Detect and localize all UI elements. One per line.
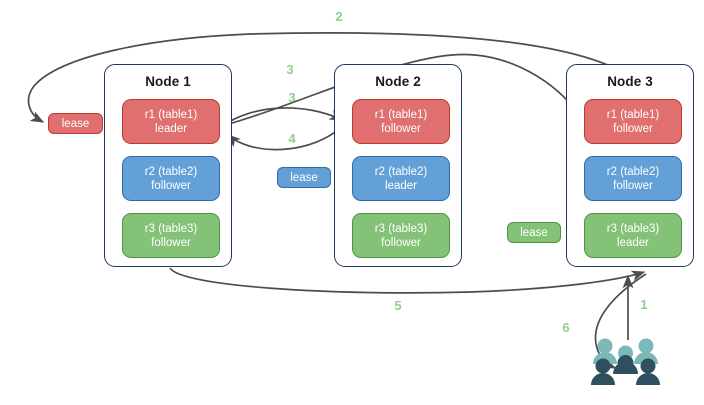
lease-badge-blue[interactable]: lease xyxy=(277,167,331,188)
replica-node3-r1[interactable]: r1 (table1) follower xyxy=(584,99,682,144)
edge-step-3-node2 xyxy=(220,107,344,128)
replica-name: r1 (table1) xyxy=(144,108,198,121)
replica-name: r3 (table3) xyxy=(374,222,428,235)
replica-node3-r2[interactable]: r2 (table2) follower xyxy=(584,156,682,201)
replica-node2-r1[interactable]: r1 (table1) follower xyxy=(352,99,450,144)
replica-role: leader xyxy=(617,236,649,249)
replica-node1-r2[interactable]: r2 (table2) follower xyxy=(122,156,220,201)
edge-step-5 xyxy=(169,267,646,294)
step-label-3-lower: 3 xyxy=(288,90,296,105)
node-title: Node 2 xyxy=(375,74,421,89)
node-box-node3[interactable]: Node 3 r1 (table1) follower r2 (table2) … xyxy=(566,64,694,267)
replica-role: leader xyxy=(385,179,417,192)
replica-role: follower xyxy=(381,236,421,249)
replica-role: follower xyxy=(151,236,191,249)
step-label-5: 5 xyxy=(394,298,402,313)
replica-node1-r1[interactable]: r1 (table1) leader xyxy=(122,99,220,144)
step-label-3-upper: 3 xyxy=(286,62,294,77)
replica-name: r2 (table2) xyxy=(144,165,198,178)
replica-node2-r3[interactable]: r3 (table3) follower xyxy=(352,213,450,258)
step-label-6: 6 xyxy=(562,320,570,335)
replica-role: follower xyxy=(613,179,653,192)
node-box-node1[interactable]: Node 1 r1 (table1) leader r2 (table2) fo… xyxy=(104,64,232,267)
node-box-node2[interactable]: Node 2 r1 (table1) follower r2 (table2) … xyxy=(334,64,462,267)
replica-node1-r3[interactable]: r3 (table3) follower xyxy=(122,213,220,258)
people-group-icon xyxy=(591,338,660,385)
replica-role: follower xyxy=(381,122,421,135)
replica-name: r2 (table2) xyxy=(606,165,660,178)
replica-node3-r3[interactable]: r3 (table3) leader xyxy=(584,213,682,258)
replica-name: r3 (table3) xyxy=(144,222,198,235)
replica-name: r1 (table1) xyxy=(374,108,428,121)
step-label-1: 1 xyxy=(640,297,648,312)
step-label-2: 2 xyxy=(335,9,343,24)
replica-name: r2 (table2) xyxy=(374,165,428,178)
replica-node2-r2[interactable]: r2 (table2) leader xyxy=(352,156,450,201)
replica-role: follower xyxy=(613,122,653,135)
replica-name: r3 (table3) xyxy=(606,222,660,235)
replica-name: r1 (table1) xyxy=(606,108,660,121)
replica-role: leader xyxy=(155,122,187,135)
node-title: Node 1 xyxy=(145,74,191,89)
lease-badge-red[interactable]: lease xyxy=(48,113,103,134)
step-label-4: 4 xyxy=(288,131,296,146)
node-title: Node 3 xyxy=(607,74,653,89)
replica-role: follower xyxy=(151,179,191,192)
lease-badge-green[interactable]: lease xyxy=(507,222,561,243)
